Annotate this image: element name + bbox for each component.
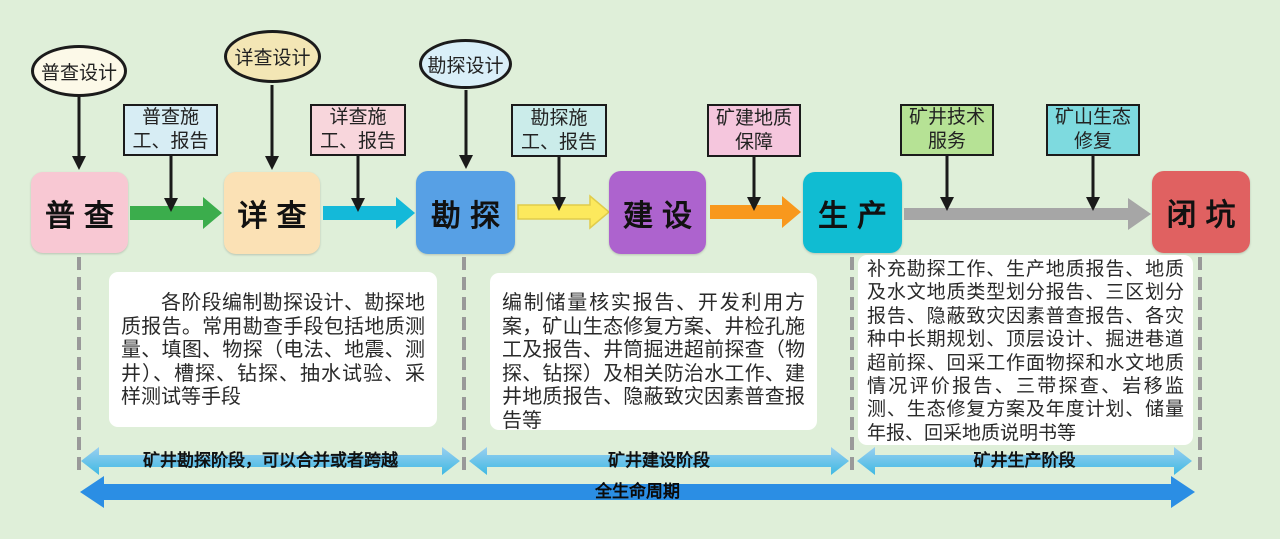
stage-box-xiangcha: 详查: [224, 172, 320, 254]
ellipse-pucha-design: 普查设计: [31, 45, 127, 97]
task-label: 矿建地质 保障: [715, 107, 792, 153]
stage-box-bikeng: 闭坑: [1152, 171, 1250, 253]
stage-label: 勘探: [431, 199, 509, 233]
flow-arrow-green-icon: [130, 197, 222, 229]
flow-arrow-orange-icon: [710, 196, 801, 228]
ellipse-label: 勘探设计: [427, 55, 504, 77]
note-text: 编制储量核实报告、开发利用方案，矿山生态修复方案、井检孔施工及报告、井筒掘进超前…: [502, 292, 805, 432]
task-label: 详查施 工、报告: [319, 107, 396, 152]
task-box-kantan-work: 勘探施 工、报告: [511, 104, 607, 157]
phase-arrow-production-icon: [857, 447, 1192, 475]
ellipse-label: 详查设计: [234, 48, 311, 69]
flow-arrow-yellow-icon: [517, 194, 611, 230]
task-label: 普查施 工、报告: [132, 107, 209, 152]
task-box-mine-construction-geology: 矿建地质 保障: [707, 104, 801, 157]
stage-label: 建设: [623, 199, 701, 233]
phase-label-production: 矿井生产阶段: [973, 451, 1076, 470]
ellipse-kantan-design: 勘探设计: [419, 39, 512, 89]
stage-box-shengchan: 生产: [803, 172, 902, 253]
ellipse-label: 普查设计: [40, 62, 117, 84]
phase-label-construction: 矿井建设阶段: [608, 451, 710, 470]
phase-label-exploration: 矿井勘探阶段，可以合并或者跨越: [143, 451, 398, 470]
task-box-xiangcha-work: 详查施 工、报告: [310, 104, 406, 156]
phase-arrow-exploration-icon: [81, 447, 460, 475]
flow-arrow-cyan-icon: [323, 197, 415, 229]
note-exploration-phase: 各阶段编制勘探设计、勘探地质报告。常用勘查手段包括地质测量、填图、物探（电法、地…: [109, 272, 437, 427]
task-box-mine-eco-restoration: 矿山生态 修复: [1046, 104, 1140, 156]
task-label: 矿山生态 修复: [1054, 107, 1131, 152]
note-text: 各阶段编制勘探设计、勘探地质报告。常用勘查手段包括地质测量、填图、物探（电法、地…: [121, 292, 425, 408]
stage-box-kantan: 勘探: [416, 171, 515, 254]
connector-arrows: [72, 85, 1100, 212]
stage-label: 闭坑: [1166, 199, 1245, 232]
stage-label: 生产: [818, 199, 896, 233]
task-label: 矿井技术 服务: [908, 107, 985, 152]
stage-box-pucha: 普查: [31, 172, 128, 253]
ellipse-xiangcha-design: 详查设计: [224, 30, 321, 83]
note-text: 补充勘探工作、生产地质报告、地质及水文地质类型划分报告、三区划分报告、隐蔽致灾因…: [867, 259, 1184, 444]
stage-label: 普查: [45, 199, 123, 233]
lifecycle-label: 全生命周期: [595, 482, 680, 501]
note-construction-phase: 编制储量核实报告、开发利用方案，矿山生态修复方案、井检孔施工及报告、井筒掘进超前…: [490, 273, 817, 432]
task-box-pucha-work: 普查施 工、报告: [123, 104, 218, 156]
stage-label: 详查: [237, 200, 316, 233]
task-box-mine-technical-service: 矿井技术 服务: [900, 104, 994, 156]
note-production-phase: 补充勘探工作、生产地质报告、地质及水文地质类型划分报告、三区划分报告、隐蔽致灾因…: [858, 255, 1193, 445]
flow-arrow-gray-icon: [904, 198, 1151, 230]
lifecycle-arrow-icon: [80, 476, 1195, 508]
task-label: 勘探施 工、报告: [520, 107, 597, 153]
stage-boundary-dashed-lines: [77, 257, 1202, 473]
stage-box-jianshe: 建设: [609, 171, 706, 254]
phase-arrow-construction-icon: [469, 447, 849, 475]
